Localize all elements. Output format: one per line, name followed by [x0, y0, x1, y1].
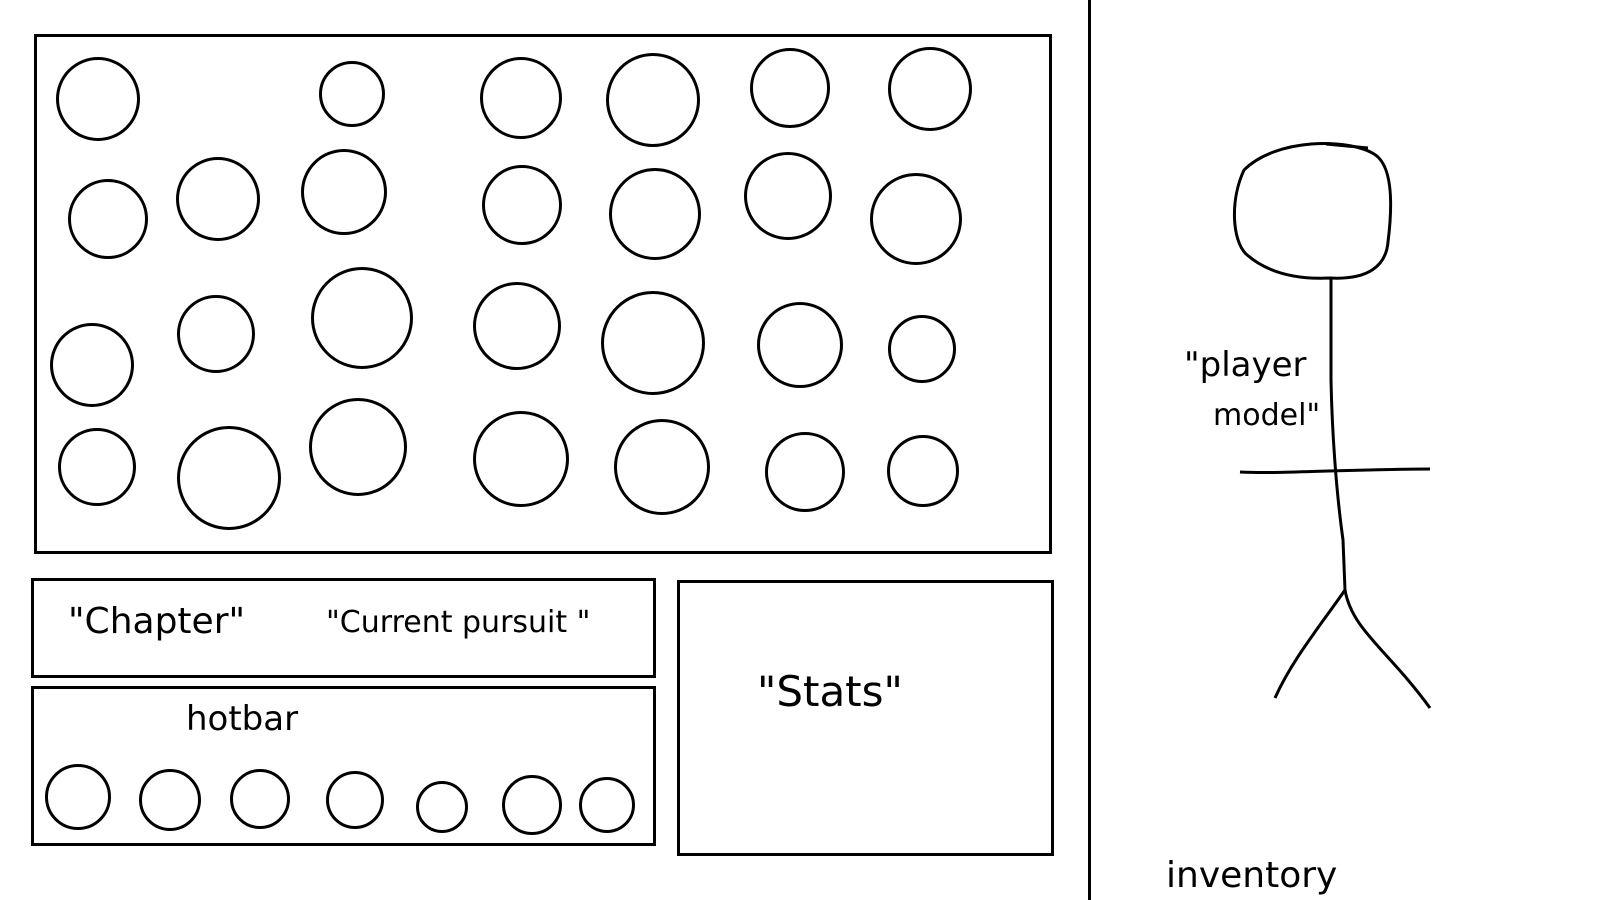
item-slot[interactable]: [765, 432, 845, 512]
stats-label: "Stats": [757, 667, 903, 716]
item-slot[interactable]: [744, 152, 832, 240]
player-head: [1233, 142, 1393, 280]
item-slot[interactable]: [473, 282, 561, 370]
hotbar-slot[interactable]: [416, 781, 468, 833]
hotbar-label: hotbar: [186, 699, 299, 739]
player-model[interactable]: [1180, 130, 1440, 720]
item-slot[interactable]: [176, 157, 260, 241]
player-right-leg: [1343, 589, 1432, 709]
inventory-label: inventory: [1166, 855, 1338, 896]
item-slot[interactable]: [601, 291, 705, 395]
item-slot[interactable]: [177, 295, 255, 373]
hotbar-slot[interactable]: [326, 771, 384, 829]
item-slot[interactable]: [301, 149, 387, 235]
item-slot[interactable]: [56, 57, 140, 141]
item-slot[interactable]: [750, 48, 830, 128]
item-slot[interactable]: [319, 61, 385, 127]
player-body: [1329, 278, 1347, 591]
item-slot[interactable]: [480, 57, 562, 139]
item-slot[interactable]: [888, 315, 956, 383]
hotbar-slot[interactable]: [579, 777, 635, 833]
item-slot[interactable]: [311, 267, 413, 369]
info-bar-panel: "Chapter" "Current pursuit ": [31, 578, 656, 678]
hotbar-slot[interactable]: [230, 769, 290, 829]
hotbar-slot[interactable]: [45, 764, 111, 830]
panel-divider: [1088, 0, 1091, 900]
item-slot[interactable]: [473, 411, 569, 507]
current-pursuit-label: "Current pursuit ": [326, 605, 591, 640]
hotbar-slot[interactable]: [139, 769, 201, 831]
item-slot[interactable]: [177, 426, 281, 530]
item-slot[interactable]: [68, 179, 148, 259]
item-slot[interactable]: [58, 428, 136, 506]
item-slot[interactable]: [50, 323, 134, 407]
player-left-leg: [1273, 589, 1347, 699]
item-slot[interactable]: [757, 302, 843, 388]
player-model-label-line2: model": [1213, 398, 1321, 433]
item-slot[interactable]: [482, 165, 562, 245]
player-head-hair: [1325, 142, 1369, 150]
item-slot[interactable]: [609, 168, 701, 260]
hotbar-slot[interactable]: [502, 775, 562, 835]
item-slot[interactable]: [614, 419, 710, 515]
stats-panel: "Stats": [677, 580, 1054, 856]
chapter-label: "Chapter": [68, 601, 246, 642]
item-slot[interactable]: [887, 435, 959, 507]
player-arms: [1239, 467, 1431, 475]
item-slot[interactable]: [309, 398, 407, 496]
item-slot[interactable]: [870, 173, 962, 265]
player-model-label: "player: [1184, 345, 1307, 385]
item-slot[interactable]: [606, 53, 700, 147]
item-slot[interactable]: [888, 47, 972, 131]
